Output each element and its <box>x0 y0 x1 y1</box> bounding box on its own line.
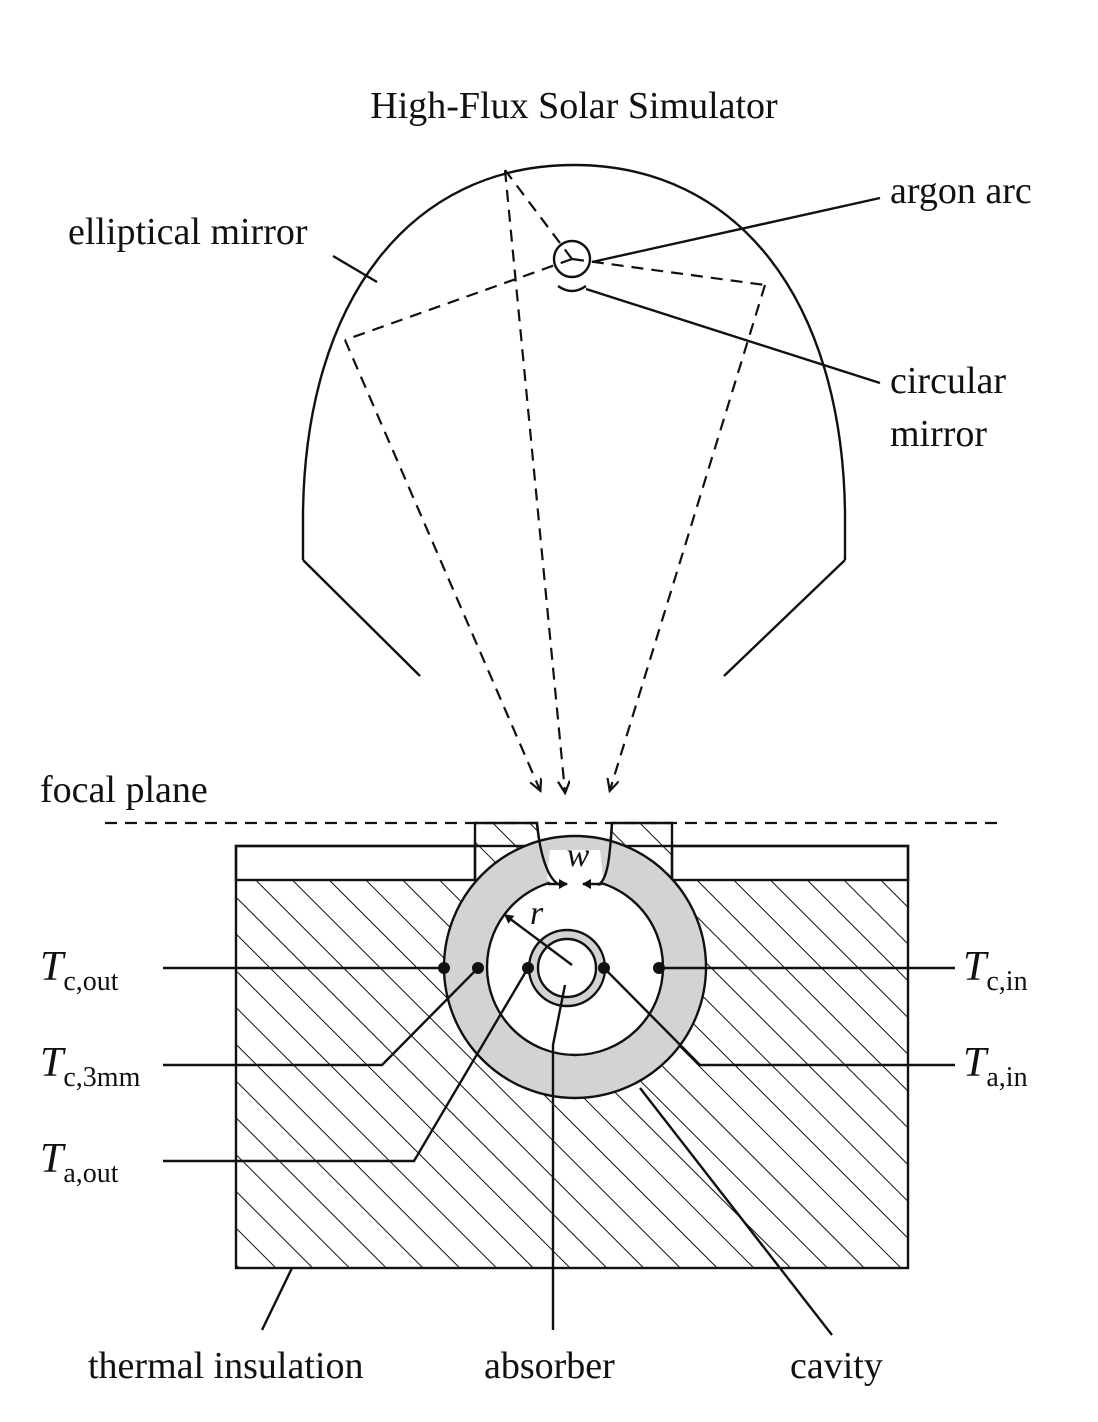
aperture-width-symbol: w <box>567 837 590 874</box>
diagram-title: High-Flux Solar Simulator <box>370 85 778 127</box>
light-rays <box>343 169 767 792</box>
radius-symbol: r <box>530 895 544 932</box>
cavity-leader <box>639 1087 833 1336</box>
circular-mirror-label-line1: circular <box>890 360 1006 402</box>
thermal-insulation-label: thermal insulation <box>88 1345 363 1387</box>
circular-mirror-leader <box>585 287 881 385</box>
thermal-insulation-leader <box>260 1267 294 1331</box>
absorber-leader <box>551 984 567 1330</box>
ta-in-leader <box>603 967 955 1067</box>
circular-mirror-arc <box>557 285 587 293</box>
elliptical-mirror-leader <box>332 254 378 284</box>
ta-out-label: Ta,out <box>40 1136 119 1189</box>
circular-mirror-label-line2: mirror <box>890 413 987 455</box>
tc-3mm-label: Tc,3mm <box>40 1040 141 1093</box>
cavity-label: cavity <box>790 1345 883 1387</box>
tc-out-label: Tc,out <box>40 944 119 997</box>
absorber-label: absorber <box>484 1345 615 1387</box>
argon-arc-circle <box>552 239 592 279</box>
elliptical-mirror-label: elliptical mirror <box>68 211 308 253</box>
elliptical-mirror <box>301 163 847 677</box>
absorber-tube-inner <box>536 937 598 999</box>
tc-in-label: Tc,in <box>963 944 1028 997</box>
ta-in-label: Ta,in <box>963 1040 1028 1093</box>
tc-3mm-leader <box>163 967 479 1067</box>
focal-plane-label: focal plane <box>40 769 208 811</box>
ta-out-leader <box>163 967 530 1163</box>
radius-indicator <box>504 914 573 966</box>
argon-arc-leader <box>591 196 881 264</box>
argon-arc-label: argon arc <box>890 170 1032 212</box>
